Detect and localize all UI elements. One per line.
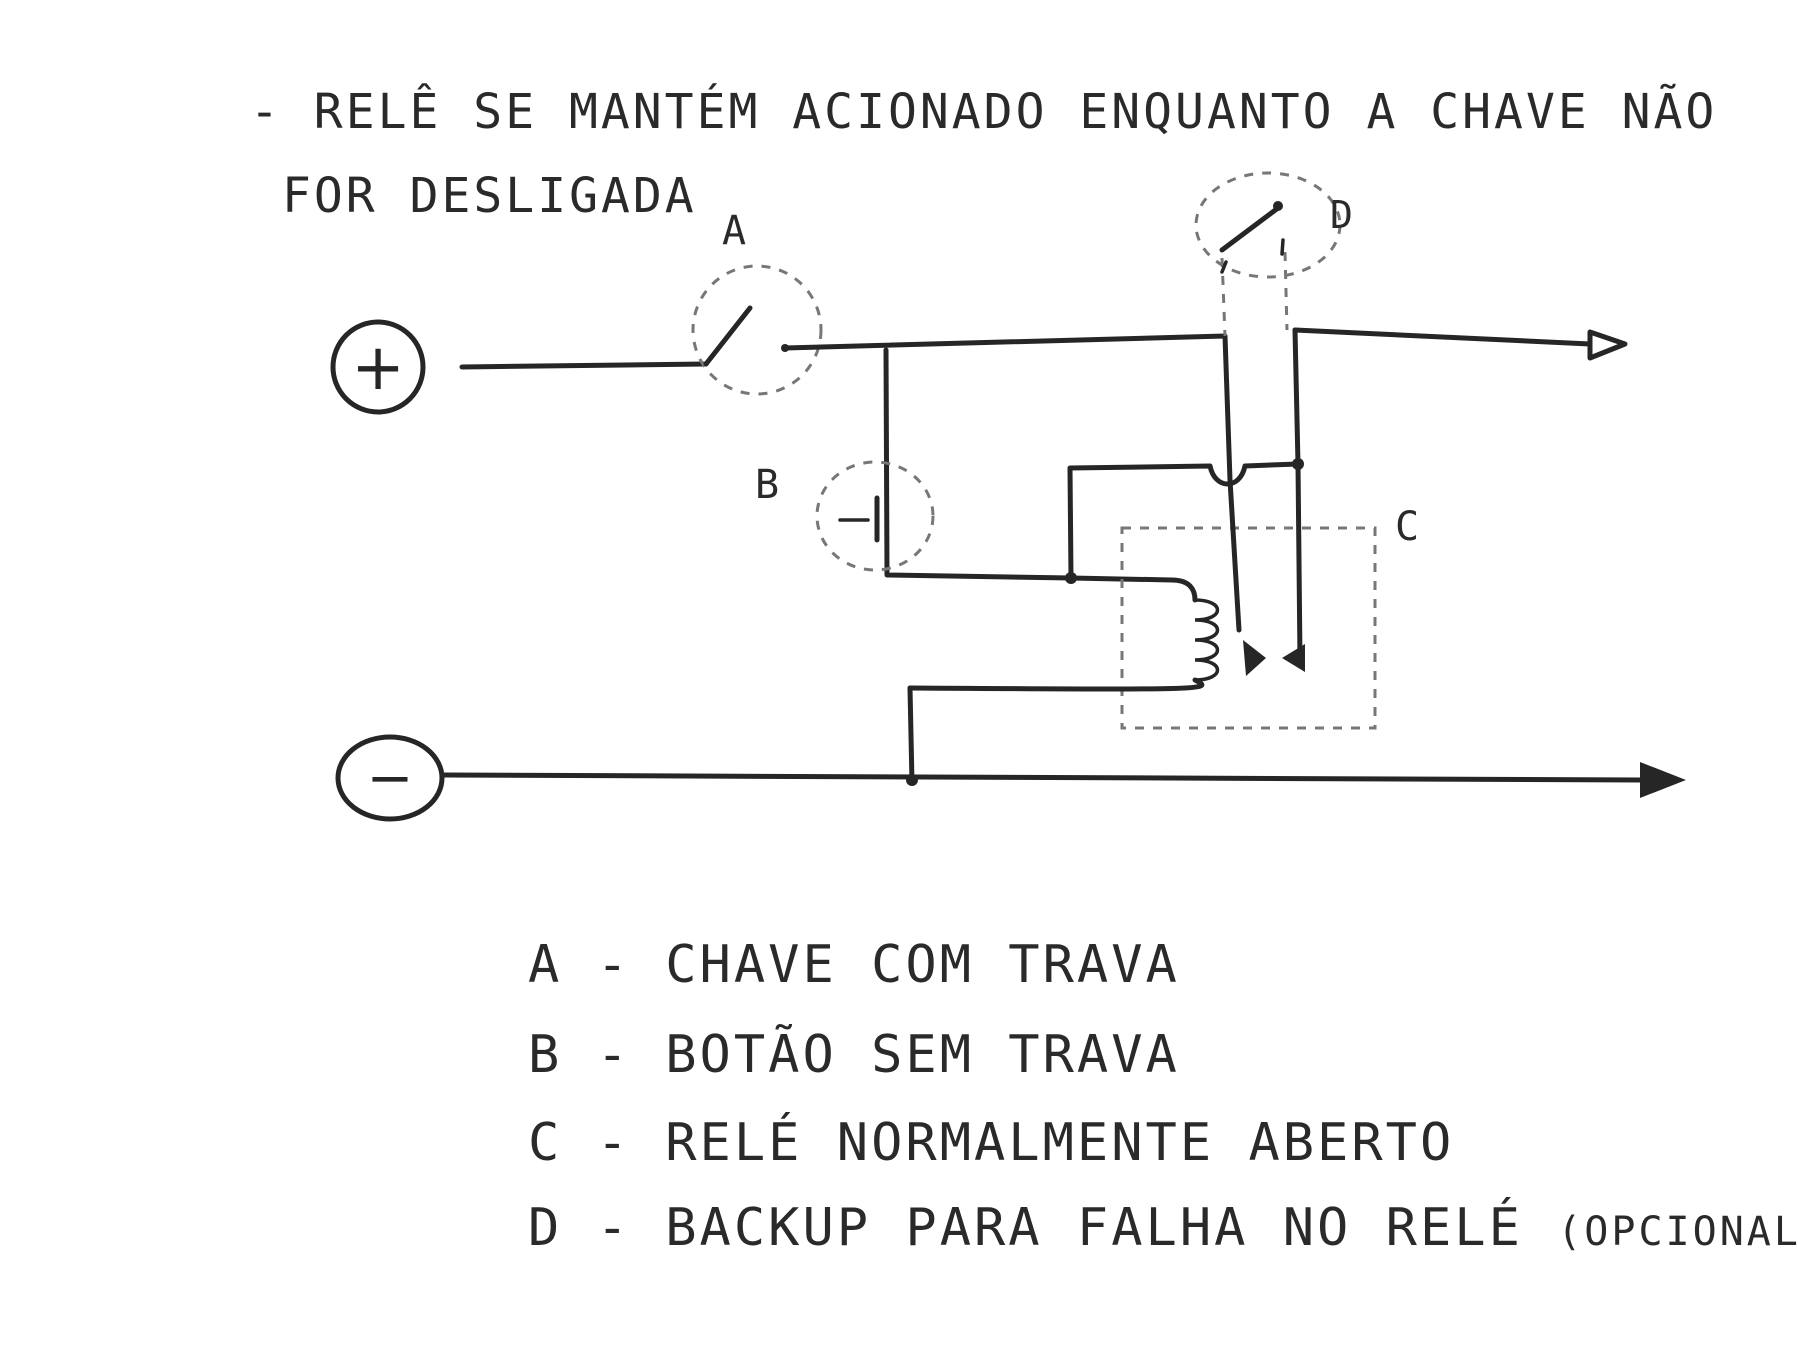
switch-output-wire	[782, 333, 1233, 483]
b-branch-wire	[883, 347, 1074, 581]
coil-feed-wire	[1067, 461, 1301, 581]
backup-switch-d	[1194, 171, 1342, 337]
negative-wire	[441, 772, 1643, 783]
note-line-1: - RELÊ SE MANTÉM ACIONADO ENQUANTO A CHA…	[250, 83, 1717, 140]
label-d: D	[1330, 193, 1356, 237]
legend-item-c: C - RELÉ NORMALMENTE ABERTO	[528, 1112, 1454, 1173]
label-a: A	[722, 208, 749, 254]
relay-coil	[1193, 598, 1219, 682]
coil-return-wire	[907, 685, 915, 786]
positive-terminal: +	[330, 319, 426, 415]
negative-terminal: −	[335, 734, 445, 822]
legend-item-a: A - CHAVE COM TRAVA	[528, 935, 1180, 995]
legend-item-d: D - BACKUP PARA FALHA NO RELÉ (OPCIONAL)	[528, 1197, 1798, 1258]
output-positive-wire	[1292, 327, 1593, 347]
coil-input-wire	[1068, 575, 1198, 603]
legend: A - CHAVE COM TRAVA B - BOTÃO SEM TRAVA …	[528, 935, 1798, 1258]
button-b	[815, 460, 935, 572]
positive-wire	[459, 361, 709, 370]
label-c: C	[1395, 504, 1422, 550]
legend-item-b: B - BOTÃO SEM TRAVA	[528, 1024, 1180, 1085]
switch-a	[691, 264, 823, 396]
relay-c	[907, 461, 1377, 730]
label-b: B	[755, 462, 782, 508]
note-line-2: FOR DESLIGADA	[282, 168, 697, 224]
positive-symbol: +	[351, 331, 405, 405]
output-positive-arrow	[1587, 329, 1628, 361]
output-negative-arrow	[1640, 762, 1686, 798]
negative-symbol: −	[367, 746, 414, 811]
